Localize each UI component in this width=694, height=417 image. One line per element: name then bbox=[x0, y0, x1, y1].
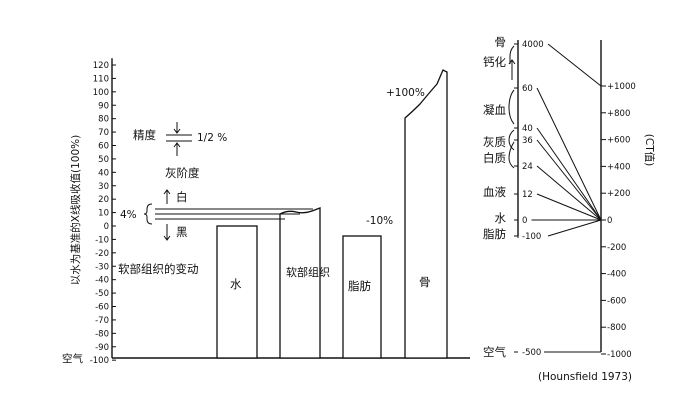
precision-arrow-down bbox=[173, 122, 181, 134]
ct-axis-title: (CT值) bbox=[643, 134, 656, 166]
hounsfield-value: -500 bbox=[522, 348, 541, 358]
source-label: (Hounsfield 1973) bbox=[538, 371, 632, 383]
left-tick-label: -70 bbox=[95, 316, 109, 326]
hounsfield-value: 4000 bbox=[522, 40, 544, 50]
bar-soft-tissue-label: 软部组织 bbox=[286, 265, 330, 279]
ct-tick-label: +1000 bbox=[607, 82, 636, 92]
soft-range-label: 4% bbox=[120, 209, 137, 221]
bar-water bbox=[216, 225, 258, 359]
left-tick-label: -50 bbox=[95, 289, 109, 299]
left-tick-label: 100 bbox=[93, 88, 109, 98]
left-tick-label: -90 bbox=[95, 343, 109, 353]
hounsfield-label: 空气 bbox=[483, 345, 506, 359]
ct-tick-label: -200 bbox=[607, 243, 626, 253]
bar-soft-tissue bbox=[279, 207, 321, 359]
ct-tick-label: -1000 bbox=[607, 350, 632, 360]
left-tick-label: -100 bbox=[90, 356, 109, 366]
hounsfield-connector bbox=[547, 43, 602, 87]
left-tick-label: 90 bbox=[98, 101, 109, 111]
left-axis: 1201101009080706050403020100-10-20-30-40… bbox=[90, 58, 116, 366]
hounsfield-points: 4000 骨钙化 60 凝血 40 灰质 36 白质 24 12 血液 0 水 -100 脂肪 -500 空气 bbox=[483, 35, 602, 359]
left-tick-label: 30 bbox=[98, 182, 109, 192]
clot-brace bbox=[508, 89, 515, 125]
bone-brace bbox=[509, 45, 515, 64]
soft-change-label: 软部组织的变动 bbox=[118, 262, 199, 276]
bar-fat-label: 脂肪 bbox=[348, 279, 371, 293]
hounsfield-value: 60 bbox=[522, 84, 533, 94]
left-tick-label: -60 bbox=[95, 303, 109, 313]
hounsfield-value: 24 bbox=[522, 162, 533, 172]
left-tick-label: 70 bbox=[98, 128, 109, 138]
bar-fat-annotation: -10% bbox=[366, 215, 393, 227]
hounsfield-connector bbox=[536, 139, 602, 221]
air-label-left: 空气 bbox=[62, 352, 83, 365]
bar-bone-annotation: +100% bbox=[386, 87, 425, 99]
left-tick-label: -10 bbox=[95, 235, 109, 245]
left-tick-label: 20 bbox=[98, 195, 109, 205]
hounsfield-value: 12 bbox=[522, 190, 533, 200]
left-tick-label: 10 bbox=[98, 209, 109, 219]
left-tick-label: -40 bbox=[95, 276, 109, 286]
ct-tick-label: +800 bbox=[607, 109, 630, 119]
hounsfield-connector bbox=[547, 219, 602, 237]
hounsfield-label: 骨 bbox=[495, 35, 507, 49]
white-arrow bbox=[163, 189, 171, 204]
left-tick-label: 0 bbox=[104, 222, 109, 232]
left-tick-label: -30 bbox=[95, 262, 109, 272]
y-axis-title: 以水为基准的X线吸收值(100%) bbox=[69, 135, 82, 285]
hounsfield-connector bbox=[536, 165, 602, 221]
left-tick-label: 60 bbox=[98, 142, 109, 152]
black-arrow bbox=[163, 224, 171, 241]
ct-tick-label: -400 bbox=[607, 270, 626, 280]
left-tick-label: 80 bbox=[98, 115, 109, 125]
ct-tick-label: +200 bbox=[607, 189, 630, 199]
white-brace bbox=[508, 141, 515, 169]
hounsfield-label: 脂肪 bbox=[483, 227, 506, 241]
left-tick-label: 120 bbox=[93, 61, 109, 71]
ct-tick-label: 0 bbox=[607, 216, 612, 226]
white-label: 白 bbox=[176, 190, 188, 204]
left-tick-label: -20 bbox=[95, 249, 109, 259]
hounsfield-label: 水 bbox=[495, 211, 507, 225]
hounsfield-connector bbox=[536, 127, 602, 221]
hounsfield-value: 0 bbox=[522, 216, 527, 226]
bar-water-label: 水 bbox=[230, 277, 242, 291]
precision-arrow-up bbox=[173, 142, 181, 156]
hounsfield-label: 凝血 bbox=[483, 103, 506, 117]
hounsfield-connector bbox=[536, 87, 602, 221]
hounsfield-connector bbox=[536, 193, 602, 221]
hounsfield-value: 36 bbox=[522, 136, 533, 146]
ct-axis: +1000 +800 +600 +400 +200 0 -200 -400 -600 -800 -1… bbox=[600, 40, 636, 360]
hounsfield-label: 白质 bbox=[483, 151, 506, 165]
ct-tick-label: +600 bbox=[607, 136, 630, 146]
precision-label: 精度 bbox=[133, 128, 156, 142]
left-tick-label: -80 bbox=[95, 329, 109, 339]
left-tick-label: 50 bbox=[98, 155, 109, 165]
bar-fat bbox=[342, 235, 382, 359]
hounsfield-label: 血液 bbox=[483, 185, 506, 199]
black-label: 黑 bbox=[176, 225, 188, 239]
ct-tick-label: -800 bbox=[607, 323, 626, 333]
left-tick-label: 40 bbox=[98, 168, 109, 178]
gray-scale-label: 灰阶度 bbox=[165, 166, 200, 180]
soft-range-brace bbox=[143, 203, 153, 225]
bar-bone bbox=[404, 69, 448, 359]
precision-value: 1/2 % bbox=[197, 132, 227, 144]
hounsfield-value: 40 bbox=[522, 124, 533, 134]
ct-tick-label: +400 bbox=[607, 162, 630, 172]
bar-bone-label: 骨 bbox=[419, 275, 431, 289]
hounsfield-label: 钙化 bbox=[483, 55, 506, 69]
hounsfield-value: -100 bbox=[522, 232, 541, 242]
ct-tick-label: -600 bbox=[607, 296, 626, 306]
left-tick-label: 110 bbox=[93, 74, 109, 84]
hounsfield-label: 灰质 bbox=[483, 135, 506, 149]
